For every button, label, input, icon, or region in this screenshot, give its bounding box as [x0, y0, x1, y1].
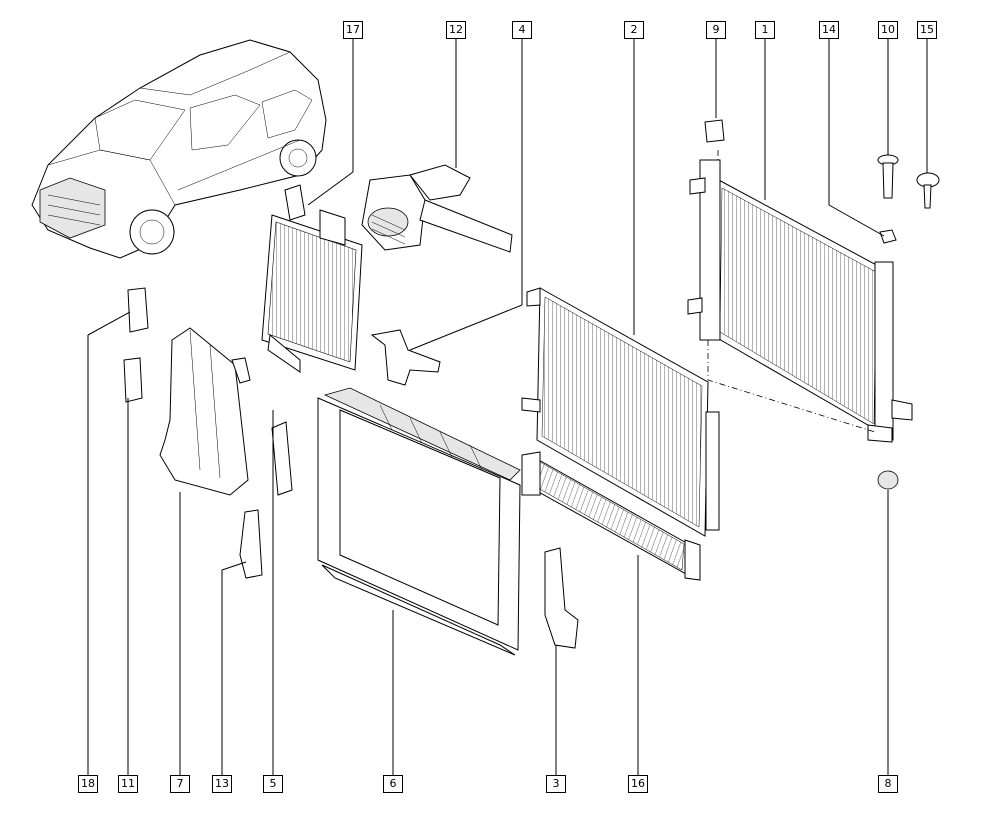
callout-11: 11	[118, 775, 138, 793]
callout-4: 4	[512, 21, 532, 39]
leader-lines	[87, 38, 928, 775]
fan-shroud	[317, 387, 521, 656]
callout-2: 2	[624, 21, 644, 39]
auxiliary-radiator	[521, 451, 701, 581]
callout-14: 14	[819, 21, 839, 39]
pin-10	[877, 154, 899, 199]
callout-12: 12	[446, 21, 466, 39]
callout-6: 6	[383, 775, 403, 793]
callout-10: 10	[878, 21, 898, 39]
engine-radiator	[687, 159, 913, 443]
callout-13: 13	[212, 775, 232, 793]
clip-5	[271, 421, 293, 496]
callout-18: 18	[78, 775, 98, 793]
bracket-13	[239, 509, 263, 579]
charge-air-cooler	[261, 184, 363, 373]
callout-9: 9	[706, 21, 726, 39]
callout-3: 3	[546, 775, 566, 793]
clip-9	[704, 119, 725, 143]
bracket-3	[544, 547, 579, 649]
ac-condenser	[521, 287, 720, 537]
callout-7: 7	[170, 775, 190, 793]
rubber-mount-8	[877, 470, 899, 490]
clip-18	[127, 287, 149, 333]
callout-15: 15	[917, 21, 937, 39]
vehicle-illustration	[31, 39, 327, 259]
pin-15	[916, 172, 940, 209]
bracket-4	[370, 329, 441, 386]
air-intake-duct	[361, 164, 513, 253]
callout-1: 1	[755, 21, 775, 39]
nut-14	[879, 229, 897, 244]
clip-11	[123, 357, 143, 403]
callout-5: 5	[263, 775, 283, 793]
callout-16: 16	[628, 775, 648, 793]
reference-outline	[707, 340, 876, 433]
callout-8: 8	[878, 775, 898, 793]
callout-17: 17	[343, 21, 363, 39]
air-deflector	[159, 327, 251, 496]
